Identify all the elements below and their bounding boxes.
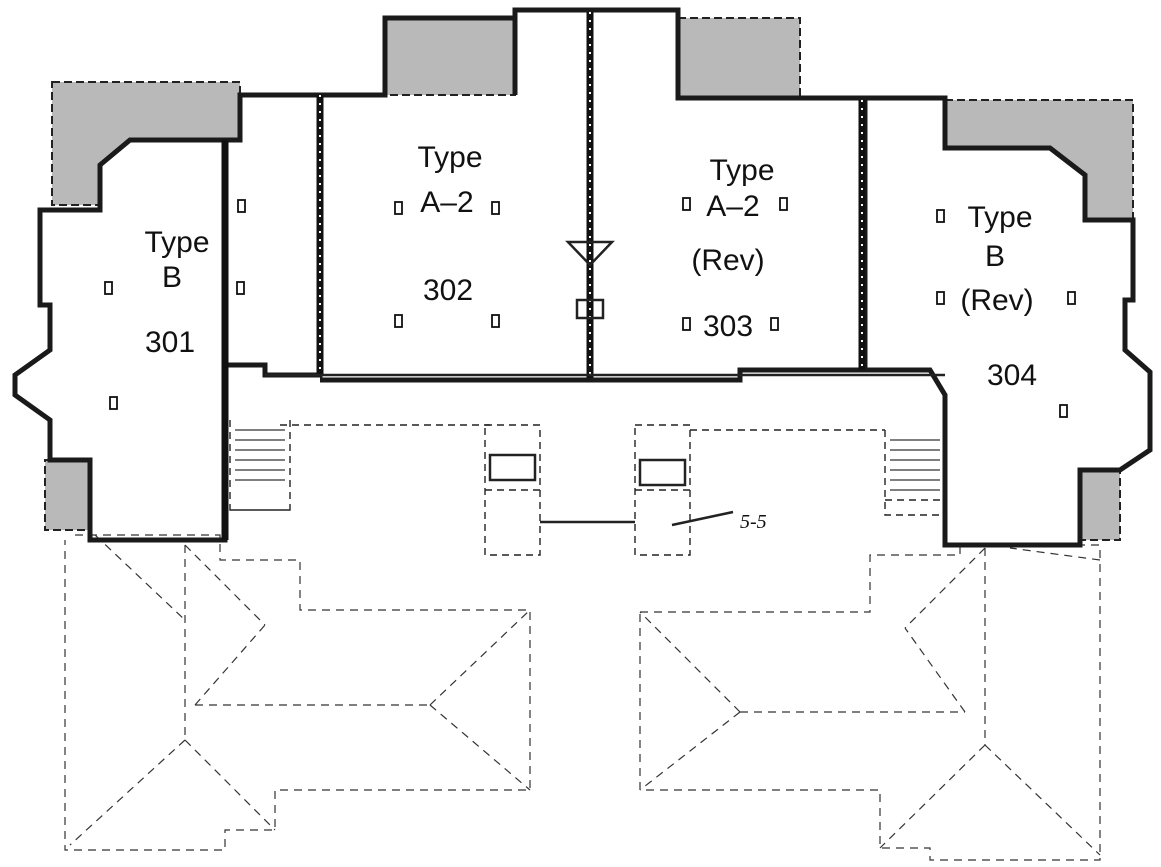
unit-label-301: Type B 301 <box>144 226 209 359</box>
unit-302-line-3: 302 <box>423 274 473 307</box>
unit-304-line-2: B <box>985 240 1005 273</box>
section-marker-label: 5-5 <box>740 511 767 533</box>
unit-303-line-1: Type <box>709 154 774 187</box>
unit-label-302: Type A–2 302 <box>417 141 482 307</box>
unit-303-line-4: 303 <box>703 310 753 343</box>
corridor <box>229 373 945 556</box>
unit-301-line-2: B <box>162 261 182 294</box>
unit-304-line-1: Type <box>967 201 1032 234</box>
structural-columns <box>104 197 1076 418</box>
unit-label-303: Type A–2 (Rev) 303 <box>691 154 774 343</box>
unit-302-line-2: A–2 <box>420 186 473 219</box>
balcony-301-lower <box>44 459 91 531</box>
roof-outline-left <box>64 534 531 851</box>
balcony-301 <box>51 81 241 206</box>
unit-label-304: Type B (Rev) 304 <box>960 201 1037 392</box>
balcony-303 <box>677 17 801 99</box>
unit-304-line-3: (Rev) <box>960 284 1033 317</box>
balcony-302 <box>384 17 516 96</box>
section-marker: 5-5 <box>671 510 767 533</box>
unit-303-line-2: A–2 <box>706 190 759 223</box>
unit-303-line-3: (Rev) <box>691 244 764 277</box>
entry-marker <box>565 240 615 320</box>
unit-301-line-3: 301 <box>145 326 195 359</box>
exterior-walls <box>12 7 1153 548</box>
unit-301-line-1: Type <box>144 226 209 259</box>
balcony-304-lower <box>1079 469 1121 541</box>
unit-304-line-4: 304 <box>987 359 1037 392</box>
roof-outline-right <box>639 544 1101 861</box>
unit-302-line-1: Type <box>417 141 482 174</box>
